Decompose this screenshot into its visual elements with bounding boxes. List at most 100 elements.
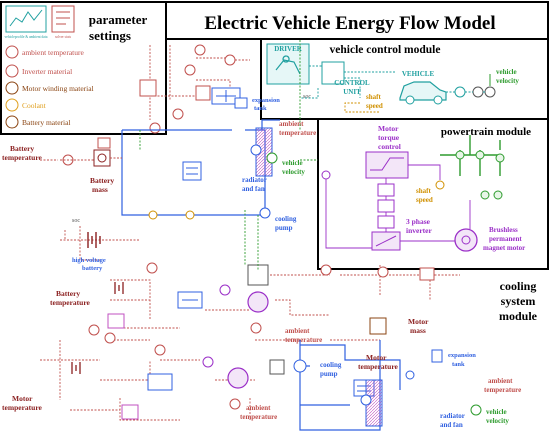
vc-sensor-icon-1[interactable] — [454, 86, 466, 98]
diagram-title: Electric Vehicle Energy Flow Model — [204, 13, 495, 34]
flow-sensor-upper-icon[interactable] — [148, 210, 158, 220]
pt-input-connector-icon[interactable] — [321, 170, 331, 180]
control-unit-block[interactable] — [321, 61, 345, 85]
lower-left-motor-icon[interactable] — [227, 367, 249, 389]
lower-left-sensor-icon-3[interactable] — [202, 356, 214, 368]
lower-left-sensor-icon-4[interactable] — [229, 398, 241, 410]
pt-wires — [325, 164, 471, 249]
ambient-source-icon-3[interactable] — [224, 54, 236, 66]
lower-thermal-block-1[interactable] — [107, 313, 125, 329]
thermal-sensor-icon-a[interactable] — [149, 122, 161, 134]
hv-battery-label-2: battery — [82, 265, 103, 272]
lower-left-sensor-icon-2[interactable] — [154, 344, 166, 356]
pt-shaft-speed-label-1: shaft — [416, 187, 431, 195]
lower-sensor-icon-4[interactable] — [250, 322, 262, 334]
lower-battery-temp-label-1: Battery — [56, 289, 80, 298]
torque-stage-1[interactable] — [377, 183, 395, 197]
torque-stage-3[interactable] — [377, 215, 395, 229]
inverter-label-1: 3 phase — [406, 217, 431, 226]
thermal-sensor-icon-b[interactable] — [172, 108, 184, 120]
bldc-label-1: Brushless — [489, 226, 518, 234]
upper-ambient-temp-label-1: ambient — [279, 120, 304, 128]
battery-material-icon[interactable] — [5, 115, 19, 129]
hv-battery-symbol[interactable] — [87, 232, 101, 248]
expansion-tank-upper-label-1: expansion — [252, 97, 280, 104]
radiator-fan-lower-icon[interactable] — [360, 394, 372, 406]
lower-motor-temp-left-label-2: temperature — [2, 403, 43, 412]
lower-left-sensor-icon-1[interactable] — [104, 332, 116, 344]
ambient-source-icon-2[interactable] — [184, 64, 196, 76]
cooling-pump-upper-icon[interactable] — [259, 207, 271, 219]
gearbox-node-icon-1[interactable] — [455, 150, 465, 160]
cooling-pump-upper-label-2: pump — [275, 224, 293, 232]
shaft-speed-sensor-icon[interactable] — [435, 180, 445, 190]
upper-velocity-sensor-icon[interactable] — [266, 152, 278, 164]
vc-soc-label: soc — [303, 94, 311, 100]
lower-thermal-block-2[interactable] — [419, 267, 435, 281]
vc-sensor-icon-3[interactable] — [484, 86, 496, 98]
battery-temperature-upper-label-2: temperature — [2, 153, 43, 162]
coolant-param-icon[interactable] — [5, 98, 19, 112]
lower-left-battery-symbol[interactable] — [71, 362, 81, 374]
thermal-block-1[interactable] — [139, 79, 157, 97]
lower-left-motor-housing[interactable] — [269, 359, 285, 375]
vehicle-car-icon[interactable] — [399, 81, 447, 101]
vc-sensor-icon-2[interactable] — [472, 86, 484, 98]
cross-module-links — [139, 40, 318, 270]
powertrain-module: powertrain module Motor torque control 3… — [321, 124, 531, 252]
motor-winding-material-icon[interactable] — [5, 81, 19, 95]
lower-battery-symbol[interactable] — [114, 282, 124, 294]
vc-shaft-speed-label-1: shaft — [366, 93, 381, 101]
gearbox-node-icon-4[interactable] — [480, 190, 490, 200]
bldc-motor-icon[interactable] — [454, 228, 478, 252]
lower-velocity-sensor-icon[interactable] — [470, 404, 482, 416]
lower-sensor-icon-1[interactable] — [146, 262, 158, 274]
battery-soc-label: soc — [72, 218, 80, 224]
lower-coolant-sensor-icon[interactable] — [405, 370, 415, 380]
flow-sensor-upper-icon-2[interactable] — [185, 210, 195, 220]
powertrain-title: powertrain module — [441, 126, 531, 138]
lower-sensor-icon-6[interactable] — [320, 264, 332, 276]
gearbox-node-icon-5[interactable] — [493, 190, 503, 200]
lower-ambient-temp-right-label-2: temperature — [484, 386, 521, 394]
ambient-source-icon-1[interactable] — [194, 44, 206, 56]
lower-sensor-icon-3[interactable] — [219, 284, 231, 296]
expansion-tank-upper[interactable] — [234, 97, 248, 109]
lower-left-thermal-block[interactable] — [121, 404, 139, 420]
gearbox-node-icon-3[interactable] — [495, 153, 505, 163]
lower-sensor-icon-2[interactable] — [88, 324, 100, 336]
driver-block[interactable] — [266, 43, 310, 85]
coolant-loop-lower — [299, 340, 401, 431]
torque-control-symbol — [370, 157, 404, 171]
ambient-temp-param-icon[interactable] — [5, 45, 19, 59]
vehicle-profile-block[interactable] — [5, 5, 47, 33]
battery-conduction-block[interactable] — [97, 137, 111, 149]
parameter-panel: vehicleprofile & ambient data solver sta… — [4, 5, 147, 129]
radiator-fan-upper-icon[interactable] — [250, 144, 262, 156]
cooling-pump-lower-label-1: cooling — [320, 361, 342, 369]
cooling-pump-lower-icon[interactable] — [293, 359, 307, 373]
bldc-motor-core-icon — [461, 235, 471, 245]
parameter-settings-frame — [0, 1, 167, 135]
lower-ambient-temp-bottom-label-1: ambient — [246, 404, 271, 412]
lower-sensor-icon-5[interactable] — [377, 266, 389, 278]
cooling-title-3: module — [499, 309, 538, 323]
expansion-tank-lower[interactable] — [431, 349, 443, 363]
torque-control-block[interactable] — [365, 151, 409, 179]
pt-shaft-speed-label-2: speed — [416, 196, 433, 204]
solver-stats-block[interactable] — [51, 5, 75, 33]
expansion-tank-lower-label-1: expansion — [448, 352, 476, 359]
torque-stage-2[interactable] — [377, 199, 395, 213]
heat-exchanger-upper[interactable] — [182, 161, 202, 181]
lower-pump-motor-1-icon[interactable] — [247, 291, 269, 313]
radiator-lower-label-2: and fan — [440, 421, 463, 429]
inverter-material-icon[interactable] — [5, 64, 19, 78]
battery-mass-block[interactable] — [93, 149, 111, 167]
thermal-block-2[interactable] — [195, 85, 211, 101]
vehicle-wheel-front-icon — [405, 95, 415, 105]
gearbox-node-icon-2[interactable] — [475, 150, 485, 160]
vc-vehicle-velocity-label-2: velocity — [496, 77, 519, 85]
lower-mass-block-1[interactable] — [369, 317, 387, 335]
vehicle-control-title: vehicle control module — [330, 44, 441, 56]
lower-left-electric-block[interactable] — [147, 373, 173, 391]
